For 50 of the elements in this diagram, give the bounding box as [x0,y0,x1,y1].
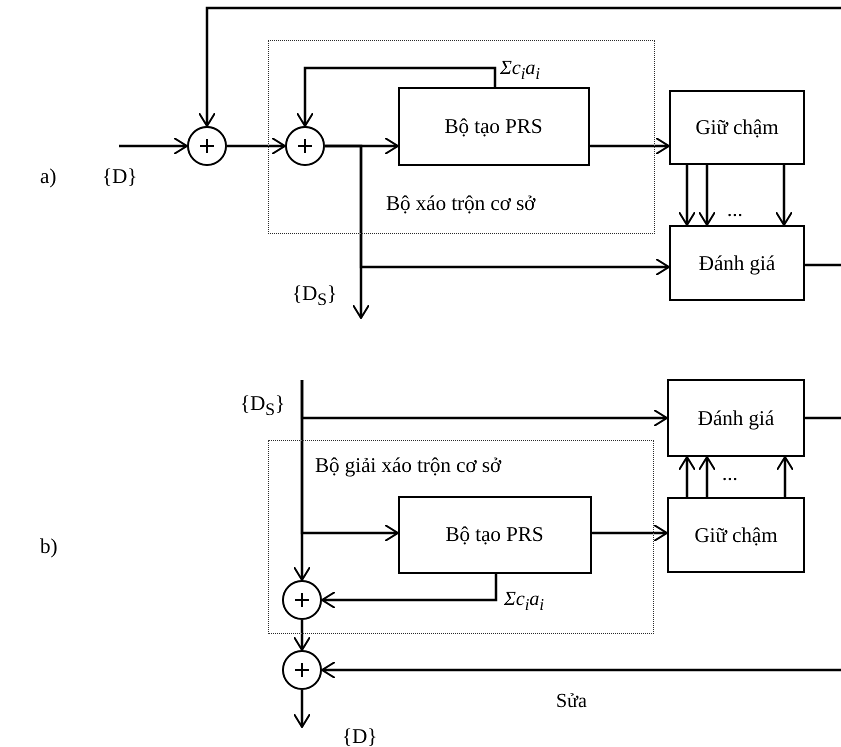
adder-circle [282,650,322,690]
process-box [667,497,805,573]
panel-label: b) [40,535,58,558]
arrow [776,456,794,497]
group-label: Bộ giải xáo trộn cơ sở [315,453,502,478]
arrow [227,137,286,155]
arrow [325,144,670,276]
process-box [398,86,590,166]
process-box [667,379,805,457]
dashed-group-box [268,440,654,634]
panel-label: a) [40,165,56,188]
arrow [293,620,311,651]
arrow [775,165,793,226]
adder-circle [284,126,324,166]
box-label: Giữ chậm [695,115,779,140]
formula-label: Σc$_{i}$a$_{i}$ [500,57,540,84]
arrow [293,380,311,581]
arrow [678,165,696,226]
arrow [293,690,311,728]
arrow [321,661,841,679]
box-label: Đánh giá [698,250,776,276]
connector-line [805,416,841,420]
arrow [698,456,716,497]
arrow [592,524,668,542]
arrow [296,66,496,127]
process-box [669,90,805,165]
arrow [698,165,716,226]
formula-label: Σc$_{i}$a$_{i}$ [504,588,544,614]
signal-label: {D$_{S}$} [292,282,338,310]
box-label: Bộ tạo PRS [444,114,543,138]
arrow [198,6,841,127]
group-label: Bộ xáo trộn cơ sở [386,191,536,216]
box-label: Đánh giá [698,406,774,430]
signal-label: {D$_{S}$} [240,392,286,420]
signal-label: {D} [342,725,378,747]
signal-label: {D} [102,165,138,188]
process-box [398,496,592,574]
arrow [678,456,696,497]
adder-circle [282,580,322,620]
ellipsis: ... [727,198,743,222]
process-box [669,225,805,301]
arrow [590,137,670,155]
dashed-group-box [268,40,655,234]
adder-circle [187,126,227,166]
arrow [119,137,188,155]
arrow [321,574,498,609]
connector-line [805,264,841,266]
ellipsis: ... [722,462,738,486]
box-label: Giữ chậm [694,522,778,548]
box-label: Bộ tạo PRS [445,522,544,547]
